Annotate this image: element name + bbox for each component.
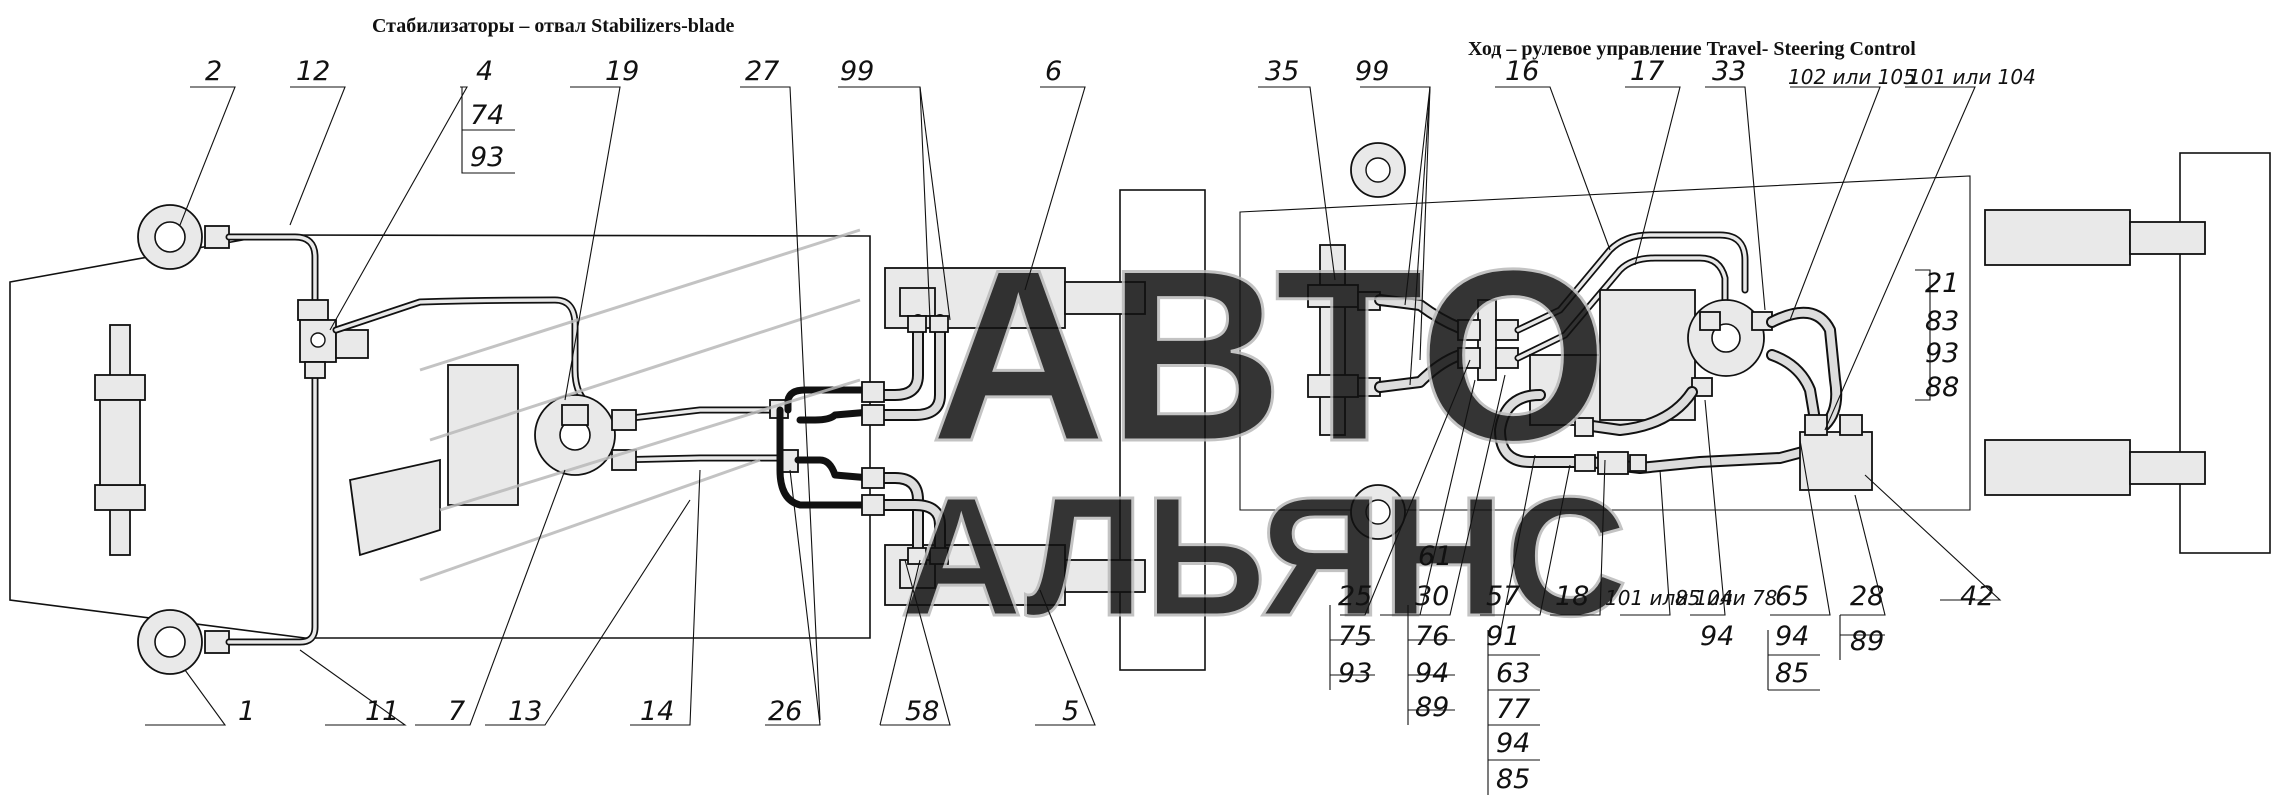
watermark: АВТО АЛЬЯНС bbox=[419, 217, 1629, 654]
hose-99-left bbox=[864, 314, 946, 561]
watermark-line-1: АВТО bbox=[930, 218, 1609, 492]
pipe-26-27 bbox=[776, 386, 874, 509]
callout-7: 7 bbox=[448, 696, 465, 727]
callout-91: 91 bbox=[1486, 621, 1520, 652]
callout-74: 74 bbox=[470, 100, 504, 131]
callout-19: 19 bbox=[605, 56, 639, 87]
callout-85-bottom: 85 bbox=[1496, 764, 1530, 795]
callout-75: 75 bbox=[1338, 621, 1372, 652]
callout-26: 26 bbox=[768, 696, 802, 727]
callout-2: 2 bbox=[205, 56, 222, 87]
callout-27: 27 bbox=[745, 56, 779, 87]
callout-4: 4 bbox=[476, 56, 493, 87]
motor-33 bbox=[1529, 289, 1773, 426]
hose-65 bbox=[1766, 306, 1843, 431]
callout-77: 77 bbox=[1496, 694, 1530, 725]
callout-93-top: 93 bbox=[470, 142, 504, 173]
callout-93-right: 93 bbox=[1925, 338, 1959, 369]
fittings-18 bbox=[1574, 417, 1647, 475]
callout-89-left: 89 bbox=[1415, 692, 1449, 723]
callout-18: 18 bbox=[1555, 581, 1589, 612]
eye-fitting-2 bbox=[137, 204, 230, 270]
fitting-13 bbox=[611, 409, 637, 431]
callout-42: 42 bbox=[1960, 581, 1994, 612]
callout-63: 63 bbox=[1496, 658, 1530, 689]
callout-58: 58 bbox=[905, 696, 939, 727]
callout-85-or-78: 85 или 78 bbox=[1675, 586, 1777, 610]
leader-lines-left bbox=[145, 86, 1096, 726]
callout-94-right: 94 bbox=[1775, 621, 1809, 652]
callout-30: 30 bbox=[1415, 581, 1449, 612]
callout-101-or-104-bottom: 101 или 104 bbox=[1605, 586, 1733, 610]
callout-17: 17 bbox=[1630, 56, 1664, 87]
callout-21: 21 bbox=[1925, 268, 1959, 299]
pump-block bbox=[348, 364, 616, 557]
callout-93-bottom: 93 bbox=[1338, 658, 1372, 689]
pipe-14 bbox=[611, 454, 784, 464]
callout-94-mid: 94 bbox=[1700, 621, 1734, 652]
callout-101-or-104: 101 или 104 bbox=[1908, 65, 2036, 89]
callout-stacks-right bbox=[1329, 605, 1885, 795]
callout-76: 76 bbox=[1415, 621, 1449, 652]
callout-61: 61 bbox=[1418, 541, 1452, 572]
callout-94-bottom: 94 bbox=[1496, 728, 1530, 759]
steering-cylinder-35 bbox=[1307, 244, 1381, 436]
callout-102-or-105: 102 или 105 bbox=[1788, 65, 1916, 89]
pipe-19 bbox=[332, 296, 594, 409]
tee-fitting-4 bbox=[297, 299, 369, 379]
callout-13: 13 bbox=[508, 696, 542, 727]
callout-box-4 bbox=[461, 87, 515, 174]
callout-88: 88 bbox=[1925, 372, 1959, 403]
title-stabilizers-blade: Стабилизаторы – отвал Stabilizers-blade bbox=[372, 15, 735, 37]
callout-35: 35 bbox=[1265, 56, 1299, 87]
callout-12: 12 bbox=[296, 56, 330, 87]
callout-65: 65 bbox=[1775, 581, 1809, 612]
callout-labels-right: 35 99 16 17 33 102 или 105 101 или 104 2… bbox=[1265, 56, 2036, 795]
block-42 bbox=[1799, 414, 1873, 491]
callout-83: 83 bbox=[1925, 306, 1959, 337]
callout-11: 11 bbox=[365, 696, 399, 727]
callout-labels-left: 2 12 4 74 93 19 27 99 6 1 11 7 13 14 26 … bbox=[205, 56, 1079, 727]
leader-lines-right bbox=[1258, 86, 2002, 636]
pipes-16-17 bbox=[1514, 231, 1749, 362]
pipe-13 bbox=[611, 406, 774, 424]
rear-cylinders bbox=[1984, 209, 2206, 496]
callout-25: 25 bbox=[1338, 581, 1372, 612]
title-travel-steering: Ход – рулевое управление Travel- Steerin… bbox=[1468, 38, 1916, 60]
pipe-12 bbox=[225, 233, 319, 309]
callout-16: 16 bbox=[1505, 56, 1539, 87]
hose-fittings-left bbox=[861, 315, 949, 565]
callout-14: 14 bbox=[640, 696, 674, 727]
callout-33: 33 bbox=[1712, 56, 1746, 87]
eye-fitting-1 bbox=[137, 609, 230, 675]
callout-89-right: 89 bbox=[1850, 626, 1884, 657]
callout-85-right: 85 bbox=[1775, 658, 1809, 689]
callout-28: 28 bbox=[1850, 581, 1884, 612]
callout-6: 6 bbox=[1045, 56, 1062, 87]
watermark-line-2: АЛЬЯНС bbox=[900, 462, 1628, 652]
callout-99-right: 99 bbox=[1355, 56, 1389, 87]
wheels-right bbox=[1350, 142, 1406, 540]
callout-57: 57 bbox=[1486, 581, 1520, 612]
callout-1: 1 bbox=[238, 696, 255, 727]
callout-99-left: 99 bbox=[840, 56, 874, 87]
left-cylinder bbox=[94, 324, 146, 556]
callout-5: 5 bbox=[1062, 696, 1079, 727]
hose-99-right bbox=[1374, 294, 1466, 393]
pipe-11 bbox=[225, 366, 319, 646]
callout-94-left: 94 bbox=[1415, 658, 1449, 689]
